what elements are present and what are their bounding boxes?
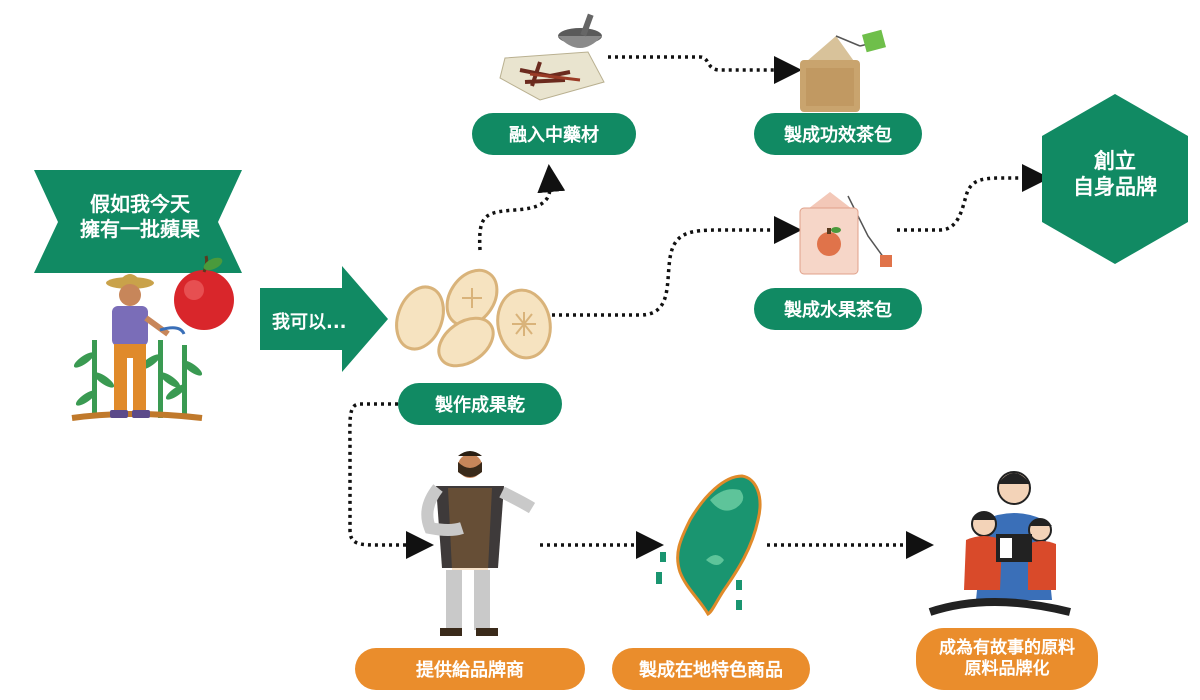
fruit-teabag-pill: 製成水果茶包 [754,288,922,330]
brand-line-1: 創立 [1094,149,1136,173]
connector-fruittea-to-brand [897,164,1050,232]
connector-fruit-to-herbal [477,164,566,251]
connector-herbal-to-teabag [608,55,802,84]
local-product-pill: 製成在地特色商品 [612,648,810,690]
brand-line-2: 自身品牌 [1073,175,1157,200]
supply-brands-pill: 提供給品牌商 [355,648,585,690]
dried-fruit-label: 製作成果乾 [435,395,525,416]
herbal-teabag-pill: 製成功效茶包 [754,113,922,155]
start-line-1: 假如我今天 [90,192,190,216]
herbal-medicine-label: 融入中藥材 [509,125,599,146]
herbal-teabag-label: 製成功效茶包 [784,125,892,146]
start-line-2: 擁有一批蘋果 [80,217,200,241]
connector-fruit-to-fruittea [552,216,802,317]
apple-icon [174,255,234,330]
story-material-line-2: 原料品牌化 [964,659,1050,679]
supply-brands-label: 提供給品牌商 [416,660,524,681]
herbal-teabag-icon [800,29,886,112]
taiwan-map-icon [656,474,762,616]
brand-text: 創立 自身品牌 [1052,148,1178,201]
businessman-icon [421,451,536,636]
farmer-icon [106,274,186,418]
local-product-label: 製成在地特色商品 [639,660,783,681]
dried-fruit-pill: 製作成果乾 [398,383,562,425]
connector-fruit-to-supply [348,402,434,559]
family-reading-icon [928,471,1071,616]
arrow-label: 我可以... [272,312,347,333]
dried-apple-slices-icon [395,268,552,368]
start-banner-text: 假如我今天 擁有一批蘋果 [60,192,220,242]
story-material-line-1: 成為有故事的原料 [939,637,1075,658]
herbal-medicine-pill: 融入中藥材 [472,113,636,155]
fruit-teabag-label: 製成水果茶包 [784,300,892,321]
story-material-pill: 成為有故事的原料 原料品牌化 [916,628,1098,690]
mortar-herbs-icon [499,13,605,101]
fruit-teabag-icon [799,192,892,275]
